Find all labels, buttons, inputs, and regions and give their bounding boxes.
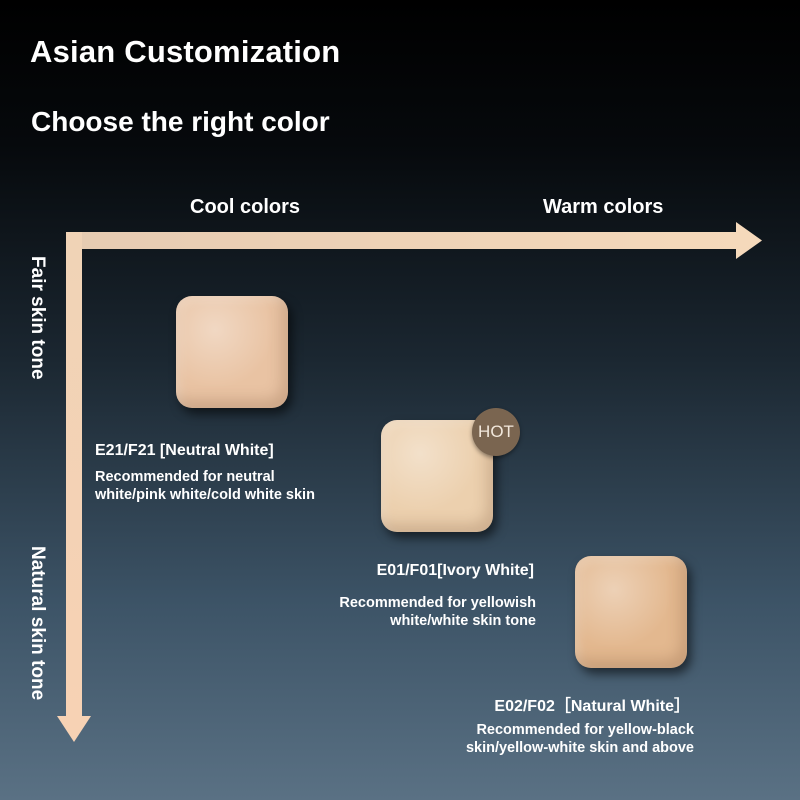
shade-swatch-natural-white xyxy=(575,556,687,668)
shade-description: Recommended for yellowish white/white sk… xyxy=(339,595,536,629)
shade-swatch-ivory-white xyxy=(381,420,493,532)
shade-description: Recommended for yellow-black skin/yellow… xyxy=(465,722,694,756)
horizontal-arrow xyxy=(66,222,762,259)
cool-colors-label: Cool colors xyxy=(190,196,301,218)
page-title: Asian Customization xyxy=(30,34,341,69)
page-subtitle: Choose the right color xyxy=(31,106,330,137)
warm-colors-label: Warm colors xyxy=(543,196,664,218)
shade-name: E02/F02［Natural White］ xyxy=(494,698,690,715)
shade-swatch-neutral-white xyxy=(176,296,288,408)
vertical-arrow xyxy=(57,232,91,742)
shade-description: Recommended for neutral white/pink white… xyxy=(95,469,315,503)
hot-badge: HOT xyxy=(472,408,520,456)
shade-name: E01/F01[Ivory White] xyxy=(376,562,534,579)
shade-name: E21/F21 [Neutral White] xyxy=(95,442,274,459)
